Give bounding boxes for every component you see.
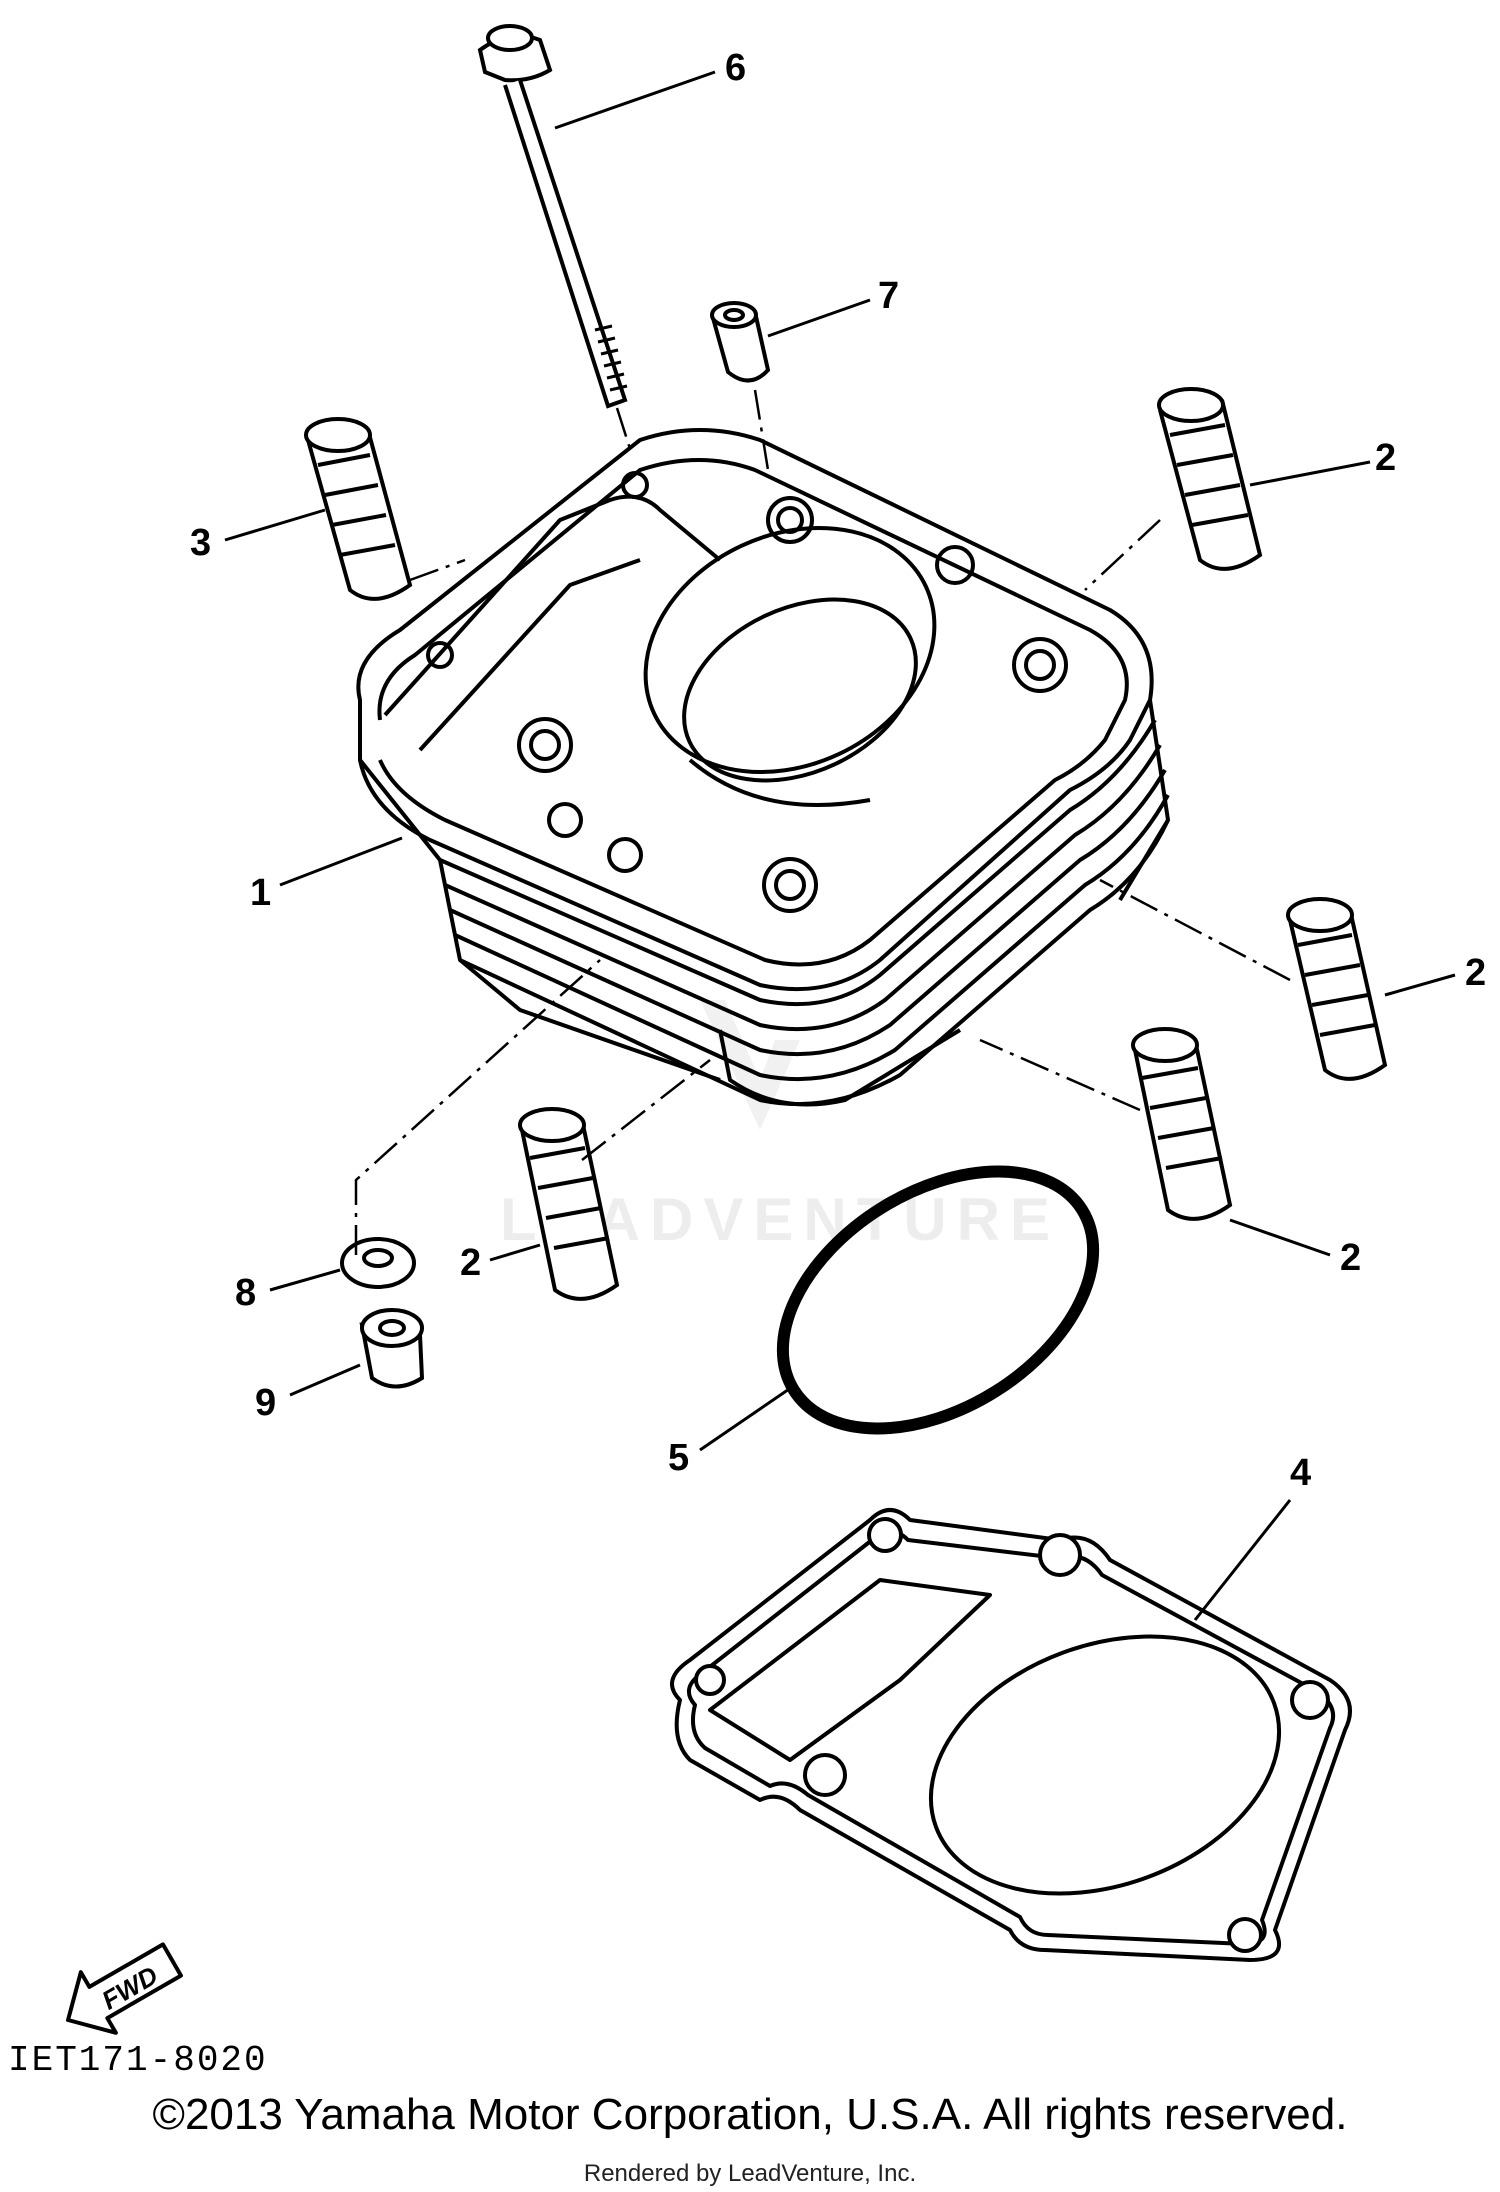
leader-2c xyxy=(1229,1218,1331,1257)
washer-part-8[interactable] xyxy=(340,1237,416,1289)
leader-6 xyxy=(554,70,716,130)
leader-3 xyxy=(224,508,326,542)
collar-part-2-top-right[interactable] xyxy=(1157,387,1263,571)
assembly-lines xyxy=(354,389,1291,1255)
collar-part-2-lower-right[interactable] xyxy=(1131,1027,1233,1221)
leader-9 xyxy=(289,1363,361,1397)
o-ring-part-5[interactable] xyxy=(737,1118,1140,1481)
bolt-part-6[interactable] xyxy=(477,24,628,409)
callout-3[interactable]: 3 xyxy=(190,522,211,564)
callout-7[interactable]: 7 xyxy=(878,275,899,317)
leader-1 xyxy=(279,836,403,887)
gasket-part-4[interactable] xyxy=(670,1508,1352,1962)
collar-part-3[interactable] xyxy=(304,417,413,601)
callout-6[interactable]: 6 xyxy=(725,47,746,89)
callout-5[interactable]: 5 xyxy=(668,1437,689,1479)
leader-4 xyxy=(1193,1499,1292,1621)
leader-2b xyxy=(1384,973,1456,997)
callout-4[interactable]: 4 xyxy=(1290,1452,1311,1494)
callout-9[interactable]: 9 xyxy=(255,1382,276,1424)
collar-part-2-right[interactable] xyxy=(1286,897,1388,1081)
callout-2-right[interactable]: 2 xyxy=(1465,952,1486,994)
callout-8[interactable]: 8 xyxy=(235,1272,256,1314)
leader-8 xyxy=(269,1268,341,1292)
collar-part-2-lower-left[interactable] xyxy=(518,1107,620,1301)
callout-2-lower-left[interactable]: 2 xyxy=(460,1242,481,1284)
leader-2d xyxy=(489,1243,541,1262)
callout-labels: 6 7 3 2 1 2 2 2 8 9 5 4 xyxy=(190,47,1486,1494)
leader-5 xyxy=(699,1383,796,1452)
leader-lines xyxy=(224,70,1456,1621)
leader-7 xyxy=(767,298,871,338)
callout-1[interactable]: 1 xyxy=(250,872,271,914)
copyright-notice: ©2013 Yamaha Motor Corporation, U.S.A. A… xyxy=(152,2090,1348,2139)
callout-2-lower-right[interactable]: 2 xyxy=(1340,1237,1361,1279)
cylinder-part-1[interactable] xyxy=(356,428,1170,1107)
fwd-arrow-icon: FWD xyxy=(66,1942,183,2035)
diagram-part-code: IET171-8020 xyxy=(8,2040,268,2081)
callout-2-top-right[interactable]: 2 xyxy=(1375,437,1396,479)
leader-2a xyxy=(1249,460,1371,487)
dowel-pin-part-7[interactable] xyxy=(710,301,771,383)
rendered-by-notice: Rendered by LeadVenture, Inc. xyxy=(583,2160,917,2187)
nut-part-9[interactable] xyxy=(359,1308,425,1389)
